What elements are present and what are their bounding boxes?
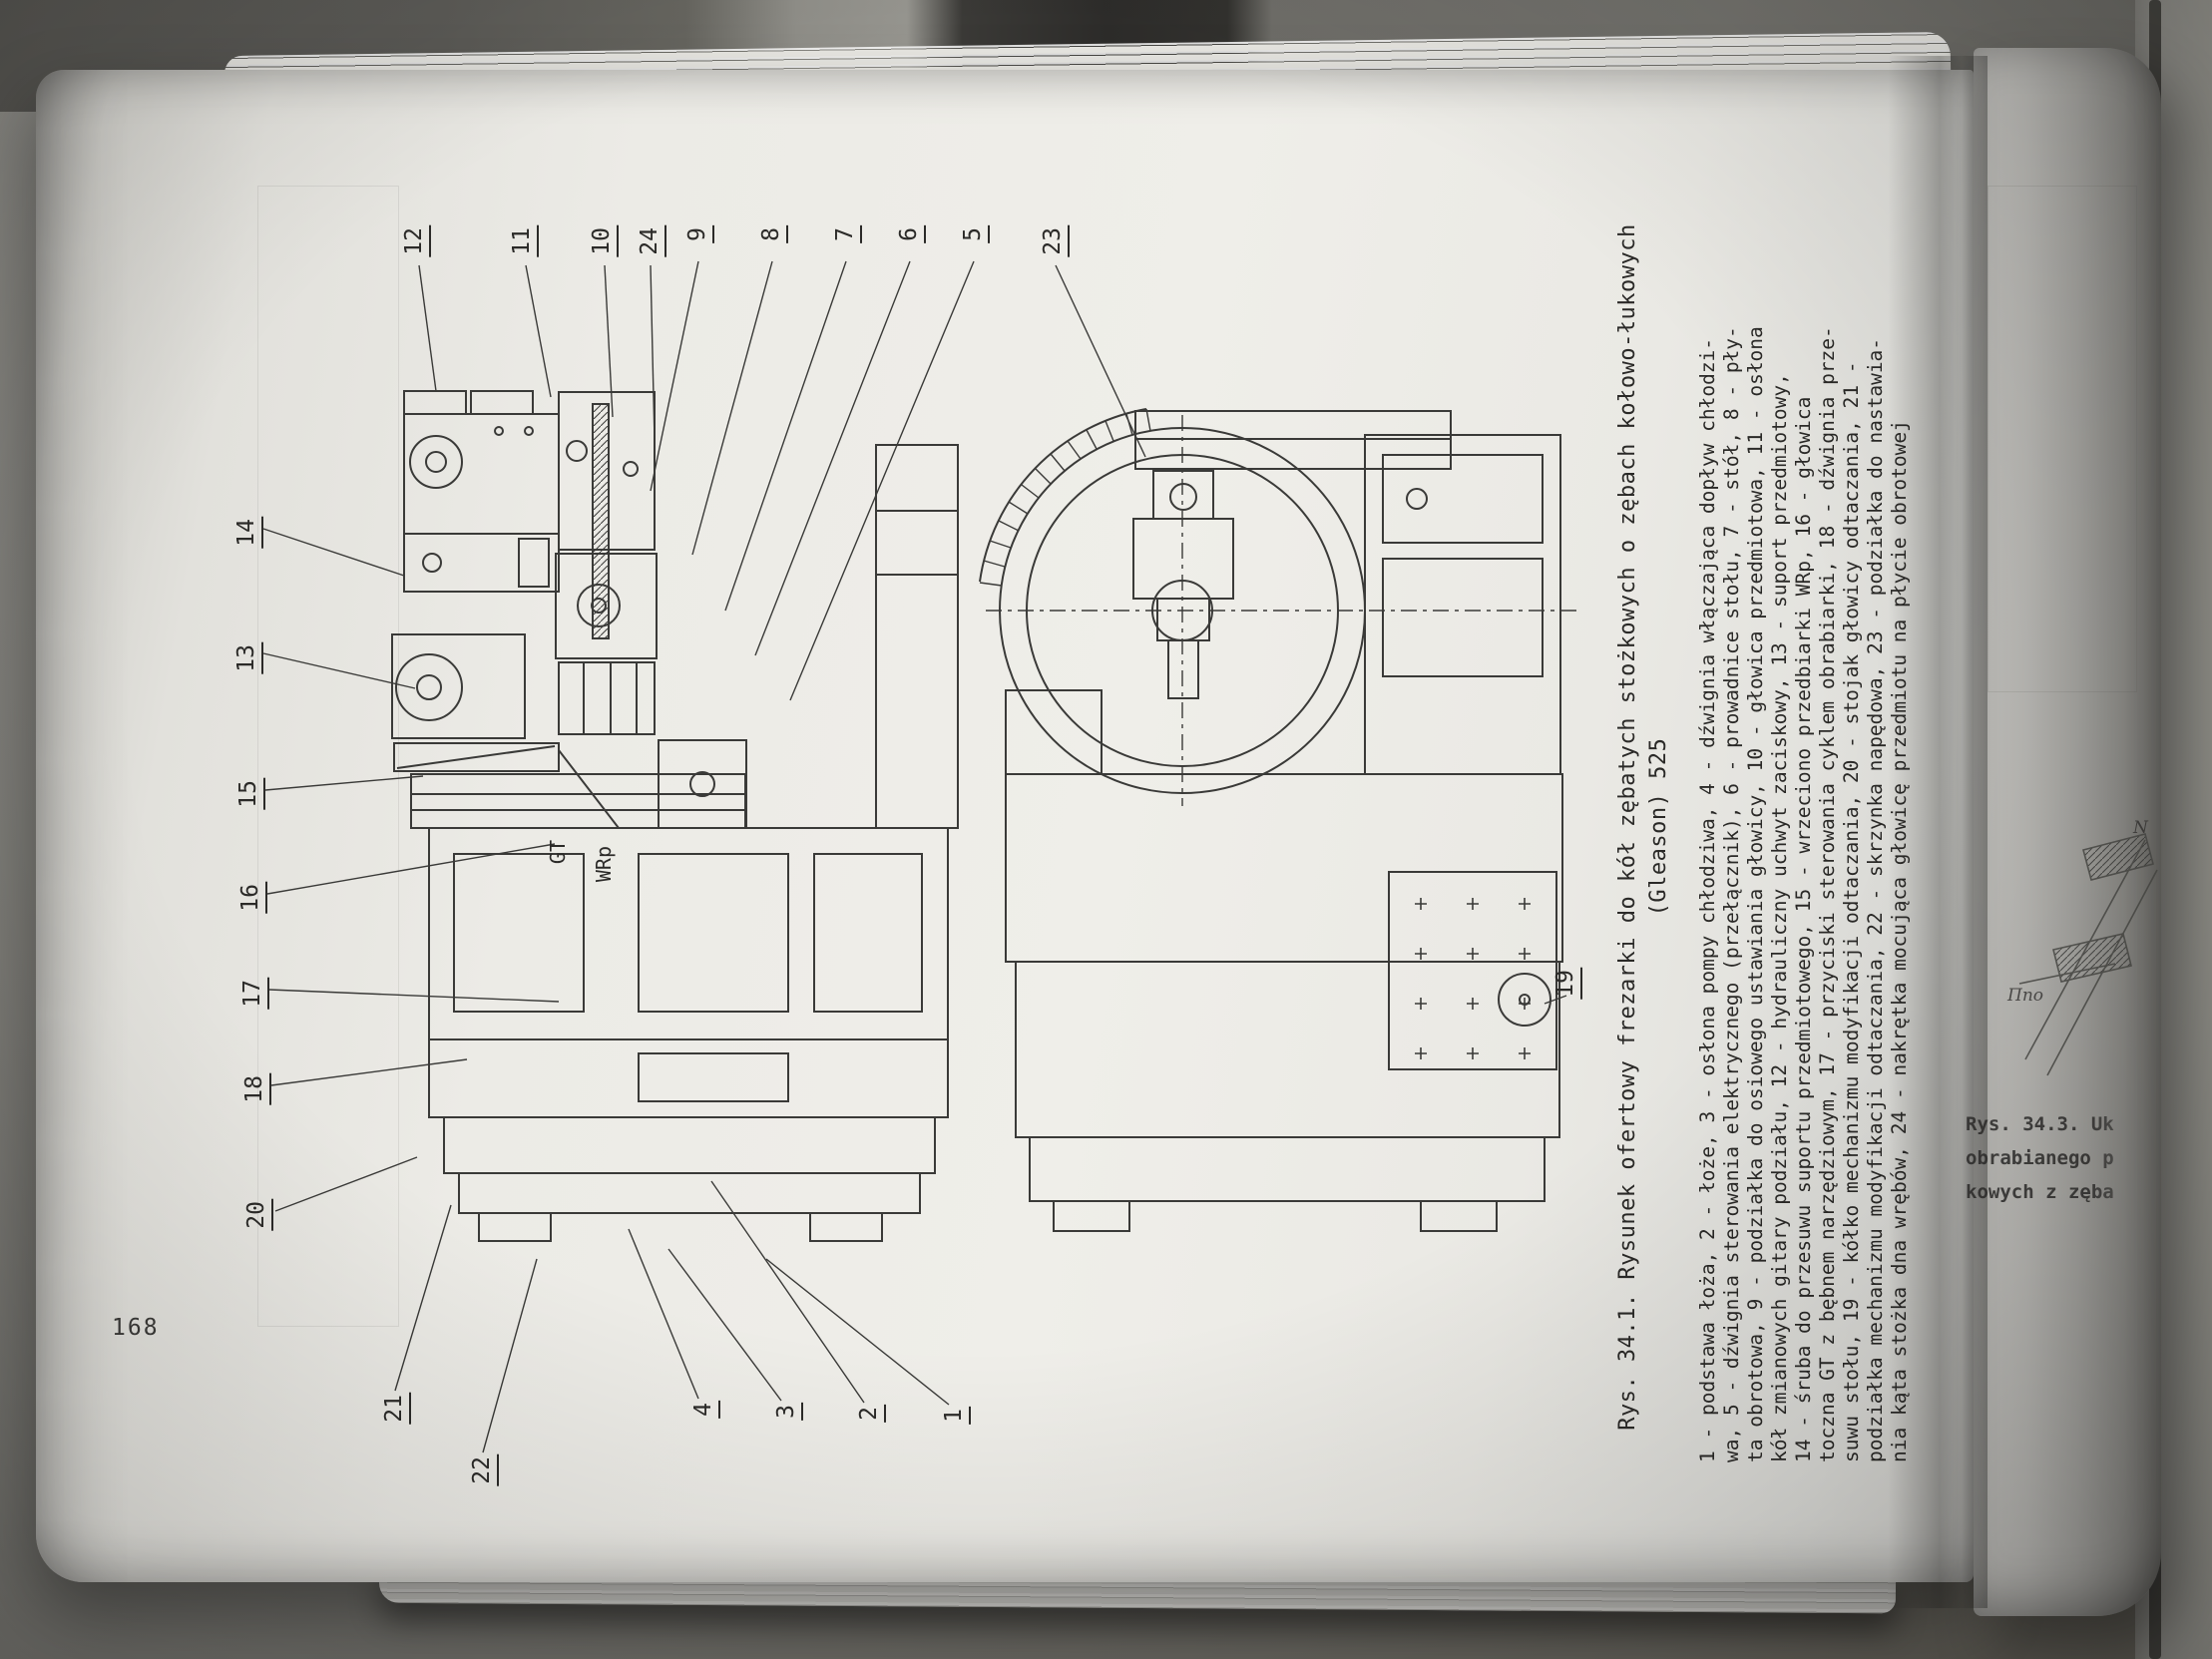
adjacent-caption-line: Rys. 34.3. Uk	[1966, 1113, 2114, 1135]
figure-caption-line1: Rys. 34.1. Rysunek ofertowy frezarki do …	[1615, 223, 1640, 1431]
figure-legend-line: suwu stołu, 19 - kółko mechanizmu modyfi…	[1840, 361, 1863, 1462]
figure-legend-line: wa, 5 - dźwignia sterowania elektryczneg…	[1720, 326, 1743, 1462]
figure-callout-number: 2	[856, 1405, 886, 1423]
callout-leader-lines	[262, 260, 1567, 1453]
figure-callout-number: 1	[941, 1407, 971, 1425]
ink-bleed-ghost	[257, 186, 399, 1327]
figure-callout-number: 24	[637, 225, 666, 257]
figure-caption: Rys. 34.1. Rysunek ofertowy frezarki do …	[1612, 192, 1674, 1462]
figure-callout-number: 22	[469, 1454, 499, 1486]
figure-legend-line: 1 - podstawa łoża, 2 - łoże, 3 - osłona …	[1696, 337, 1719, 1462]
figure-legend: 1 - podstawa łoża, 2 - łoże, 3 - osłona …	[1696, 192, 1912, 1462]
adjacent-diagram-label: Ппо	[2007, 986, 2044, 1006]
figure-legend-line: ta obrotowa, 9 - podziałka do osiowego u…	[1744, 326, 1767, 1462]
figure-callout-number: 6	[896, 225, 926, 243]
figure-callout-number: 4	[690, 1401, 720, 1419]
figure-legend-line: nia kąta stożka dna wrębów, 24 - nakrętk…	[1888, 420, 1911, 1462]
adjacent-caption-line: obrabianego p	[1966, 1147, 2114, 1169]
figure-callout-number: 20	[243, 1199, 273, 1231]
right-page-sketch	[2018, 833, 2158, 1076]
figure-callout-number: 5	[960, 225, 990, 243]
figure-callout-number: 15	[235, 778, 265, 810]
figure-callout-number: 23	[1040, 225, 1070, 257]
side-view-drawing	[391, 390, 959, 1242]
figure-legend-line: kół zmianowych gitary podziału, 12 - hyd…	[1768, 373, 1791, 1462]
figure-callout-number: 17	[239, 978, 269, 1010]
figure-callout-number: 11	[509, 225, 539, 257]
book-right-page	[1974, 48, 2161, 1616]
figure-callout-number: 12	[401, 225, 431, 257]
figure-callout-number: 10	[589, 225, 619, 257]
front-view-drawing	[979, 408, 1578, 1232]
figure-callout-number: 21	[381, 1393, 411, 1425]
figure-callout-number: 18	[241, 1073, 271, 1105]
figure-callout-number: 3	[773, 1403, 803, 1421]
adjacent-diagram-label: N	[2133, 818, 2148, 838]
figure-callout-number: 8	[758, 225, 788, 243]
figure-callout-number: 7	[832, 225, 862, 243]
page-number: 168	[112, 1315, 160, 1341]
figure-callout-number: 19	[1552, 968, 1582, 1000]
figure-caption-line2: (Gleason) 525	[1646, 737, 1671, 917]
adjacent-figure-caption-fragment: Rys. 34.3. Uk obrabianego p kowych z zęb…	[1966, 1107, 2190, 1209]
figure-callout-number: 13	[233, 642, 263, 674]
adjacent-caption-line: kowych z zęba	[1966, 1181, 2114, 1203]
figure-legend-line: toczna GT z bębnem narzędziowym, 17 - pr…	[1816, 326, 1839, 1462]
figure-callout-number: 9	[684, 225, 714, 243]
figure-legend-line: podziałka mechanizmu modyfikacji odtacza…	[1864, 337, 1887, 1462]
ink-bleed-ghost	[1988, 186, 2137, 692]
figure-part-label-gt: GT	[546, 840, 570, 865]
figure-legend-line: 14 - śruba do przesuwu suportu przedmiot…	[1792, 396, 1815, 1462]
figure-part-label-wrp: WRp	[592, 846, 616, 883]
book-spine-gutter	[1888, 56, 1988, 1608]
figure-callout-number: 14	[233, 517, 263, 549]
figure-callout-number: 16	[237, 882, 267, 914]
